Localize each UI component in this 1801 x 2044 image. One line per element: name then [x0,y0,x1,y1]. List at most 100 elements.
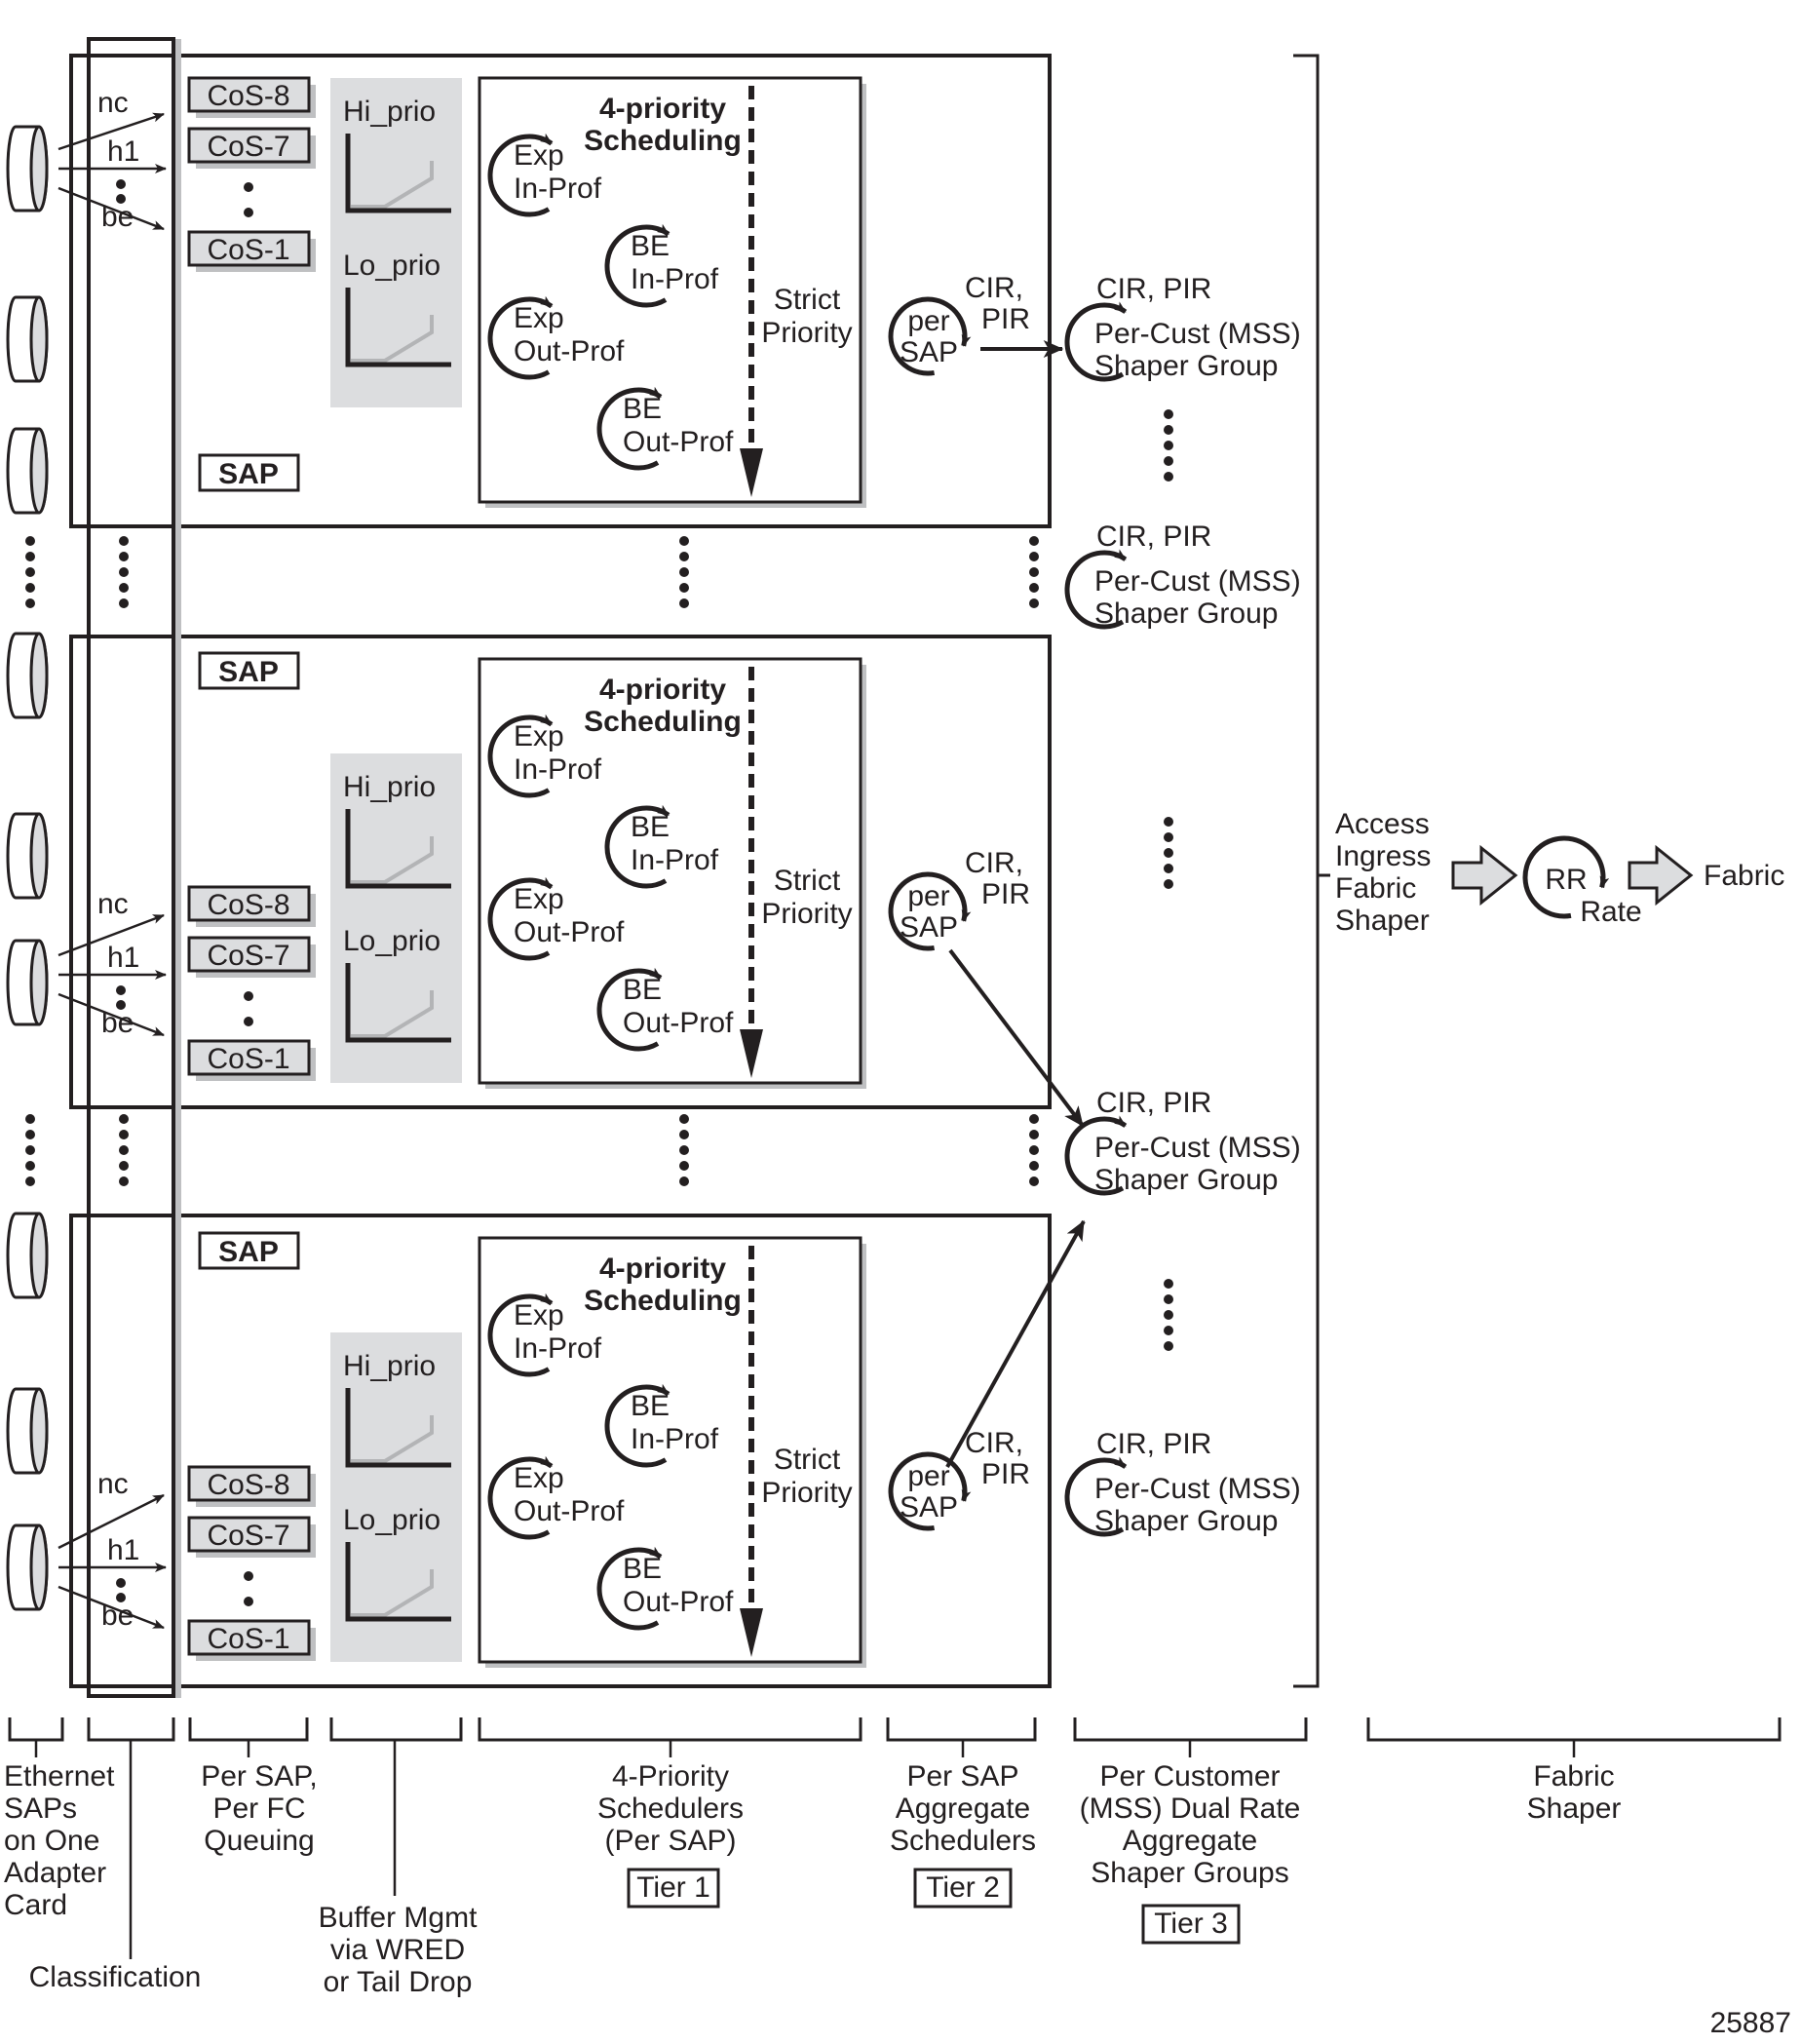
wred-axes [345,809,451,889]
wred-curve [351,836,434,884]
caption-fabric: Shaper [1527,1793,1622,1825]
strict-priority-arrowhead [740,448,763,497]
per-sap-rate-cir: CIR, [965,847,1023,879]
wred-curve [351,1569,434,1617]
class-arrow-nc [57,1493,165,1550]
cylinder-face [29,427,49,515]
strict-priority-arrowhead [740,1029,763,1078]
scheduler-cycle-icon [596,386,663,471]
fabric-destination-label: Fabric [1704,860,1784,892]
shaper-group-rates: CIR, PIR [1096,1428,1211,1460]
dot [25,598,35,608]
scheduler-title: 4-priority [599,93,726,125]
dot [679,1161,689,1171]
bracket-ethernet [8,1717,64,1742]
dot [244,1597,253,1606]
bracket-tier3 [1073,1717,1308,1742]
shaper-group-name: Shaper Group [1094,598,1278,630]
scheduler-box [478,1236,862,1664]
sap-block-2: nch1beCoS-8CoS-7CoS-1SAPHi_prioLo_prio4-… [57,635,1052,1109]
fabric-input-arrow-icon [1451,844,1518,906]
caption-buffer: via WRED [330,1934,465,1966]
dot [1164,409,1173,419]
scheduler-profile-label: Out-Prof [623,426,734,458]
caption-ethernet: SAPs [4,1793,77,1825]
dot [679,583,689,593]
cycle-arc [487,133,554,217]
dot [1164,1310,1173,1320]
class-label-nc: nc [97,1468,129,1500]
dot [1164,1279,1173,1289]
dot [119,552,129,561]
class-label-nc: nc [97,87,129,119]
cycle-arc [596,967,663,1052]
dot [1029,583,1039,593]
tier1-badge: Tier 1 [636,1871,710,1904]
scheduler-cycle-icon [487,876,554,961]
buffer-label-hi-prio: Hi_prio [343,96,436,128]
cycle-arc [1064,1456,1128,1537]
queue-label: CoS-8 [207,889,289,921]
wred-curve [351,990,434,1038]
wred-axes [345,963,451,1043]
ellipsis-shaper-groups-icon [1164,1279,1173,1351]
strict-priority-label: Strict [774,284,841,316]
strict-priority-label: Priority [761,898,852,930]
cycle-arc [487,295,554,380]
queue-label: CoS-1 [207,1043,289,1075]
caption-queuing: Queuing [204,1825,314,1857]
caption-tier3: Per Customer [1099,1760,1280,1793]
cycle-arc [1064,1115,1128,1196]
queue-label: CoS-8 [207,1469,289,1501]
wred-axes [345,288,451,367]
sap-block-3: nch1beCoS-8CoS-7CoS-1SAPHi_prioLo_prio4-… [57,1214,1052,1688]
dot [244,208,253,217]
buffer-label-lo-prio: Lo_prio [343,1504,441,1536]
wred-curve [351,315,434,363]
caption-queuing: Per FC [212,1793,305,1825]
sap-label-box [198,651,300,690]
scheduler-class-label: Exp [514,139,564,172]
dot [679,1145,689,1155]
tier2-badge: Tier 2 [926,1871,1000,1904]
scheduler-title: Scheduling [584,125,742,157]
class-arrow-nc [57,913,165,957]
caption-tier3: Shaper Groups [1091,1857,1288,1889]
fabric-shaper-label: Ingress [1335,840,1431,872]
shaper-group-name: Shaper Group [1094,350,1278,382]
ellipsis-ethernet-saps-icon [25,1114,35,1186]
scheduler-cycle-icon [487,1292,554,1377]
bracket-classification [87,1717,175,1742]
ethernet-sap-cylinder-icon [6,632,49,719]
buffer-label-lo-prio: Lo_prio [343,925,441,957]
dot [25,1114,35,1124]
ellipsis-per-sap-icon [1029,536,1039,608]
shaper-group-cycle-icon [1064,1456,1128,1537]
strict-priority-label: Strict [774,865,841,897]
scheduler-title: 4-priority [599,1253,726,1285]
dot [25,1130,35,1139]
cycle-arc [487,1292,554,1377]
per-sap-label: per [907,880,949,912]
queue-box-cos-8 [187,76,311,113]
scheduler-title: 4-priority [599,674,726,706]
scheduler-class-label: BE [631,230,670,262]
scheduler-class-label: Exp [514,883,564,915]
sap-label: SAP [218,458,279,490]
cylinder-face [29,1523,49,1611]
figure-id: 25887 [1710,2007,1791,2039]
class-label-h1: h1 [107,135,139,168]
queue-box-cos-8 [187,885,311,922]
per-sap-to-shaper-arrow [945,1219,1086,1468]
dot [116,985,126,995]
cylinder-face [29,1387,49,1475]
dot [1029,536,1039,546]
wred-axes [345,1388,451,1468]
fabric-output-arrow-icon [1628,844,1694,906]
dot [25,1161,35,1171]
fabric-shaper-label: Shaper [1335,905,1430,937]
cycle-arc [604,223,671,308]
class-label-h1: h1 [107,942,139,974]
